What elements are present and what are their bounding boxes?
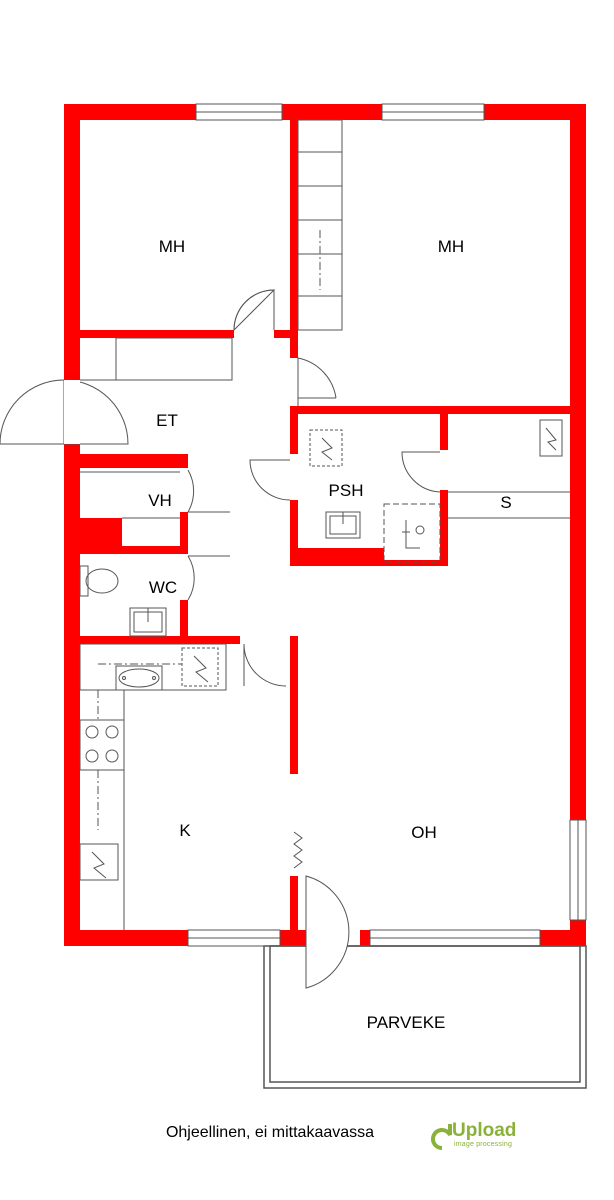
room-label-wc: WC (149, 578, 177, 597)
psh-door (249, 459, 291, 501)
sauna-heater-icon (539, 419, 563, 457)
kitchen-sink-icon (115, 665, 163, 691)
interior-walls (80, 120, 586, 940)
upload-logo: Upload image processing (430, 1120, 530, 1160)
dishwasher-icon (181, 647, 219, 687)
room-label-oh: OH (411, 823, 437, 842)
s-door (401, 451, 441, 493)
room-label-vh: VH (148, 491, 172, 510)
kitchen-fixtures (79, 643, 227, 930)
vh-door (187, 469, 195, 513)
wall-vh-bottom (80, 546, 188, 554)
wc-door (187, 555, 195, 601)
wardrobe-mh2 (297, 119, 343, 331)
wall-psh-left-a (290, 406, 298, 454)
stove-icon (79, 719, 125, 771)
wall-mh1-bottom-a (80, 330, 234, 338)
fridge-icon (79, 843, 119, 881)
balcony-outline (263, 945, 587, 1089)
windows (187, 103, 587, 947)
wall-top-left (64, 104, 196, 120)
radiator-icon (293, 831, 303, 869)
toilet-icon (85, 568, 119, 594)
wall-vh-top (80, 454, 186, 468)
wardrobe-et (80, 337, 233, 381)
wc-fixtures (79, 565, 167, 637)
kitchen-counter-top (79, 643, 227, 691)
room-labels: MH MH ET VH PSH S WC K OH PARVEKE (148, 237, 511, 1032)
wall-left-lower (64, 444, 80, 946)
wall-psh-bottom-right (384, 560, 444, 566)
room-label-psh: PSH (329, 481, 364, 500)
sauna-fixtures (448, 419, 570, 519)
room-label-et: ET (156, 411, 178, 430)
room-label-k: K (179, 821, 191, 840)
room-label-mh2: MH (438, 237, 464, 256)
disclaimer-caption: Ohjeellinen, ei mittakaavassa (165, 1124, 375, 1141)
wall-k-oh-stub (290, 876, 298, 940)
wall-mh1-bottom-b (274, 330, 298, 338)
wall-mh2-bottom (290, 406, 586, 414)
wall-k-oh-divider (290, 636, 298, 774)
wall-wc-bottom (80, 636, 240, 644)
wall-vh-block (80, 518, 122, 548)
logo-tagline: image processing (454, 1141, 513, 1148)
wall-bottom-right (540, 930, 586, 946)
room-label-mh1: MH (159, 237, 185, 256)
mh1-door (233, 289, 276, 332)
wall-psh-bottom (290, 548, 384, 566)
exterior-walls (64, 104, 586, 946)
balcony-door (305, 875, 350, 989)
mh2-door (297, 357, 337, 406)
wall-wc-right (180, 600, 188, 640)
wall-left-upper (64, 104, 80, 380)
doors (0, 289, 441, 989)
wall-vh-right-b (180, 512, 188, 554)
wall-mh2-left-lower (290, 338, 298, 358)
psh-fixtures (309, 429, 441, 563)
room-label-parveke: PARVEKE (367, 1013, 446, 1032)
wall-psh-left-b (290, 500, 298, 566)
wall-right-upper (570, 104, 586, 820)
vh-shelf (80, 471, 180, 519)
upload-logo-icon (430, 1124, 452, 1150)
wall-top-right (484, 104, 586, 120)
k-door (243, 643, 287, 687)
room-label-s: S (500, 493, 511, 512)
wall-psh-s-divider-b (440, 490, 448, 566)
wall-mh-divider (290, 120, 298, 340)
wall-bottom-mid2 (360, 930, 370, 946)
toilet-tank-icon (79, 565, 89, 597)
wall-top-mid (282, 104, 382, 120)
logo-name: Upload (452, 1120, 517, 1141)
shower-icon (383, 503, 441, 563)
wall-psh-s-divider-a (440, 414, 448, 450)
electric-panel-icon (309, 429, 343, 467)
wall-vh-right-a (180, 454, 188, 468)
wall-bottom-left (64, 930, 188, 946)
